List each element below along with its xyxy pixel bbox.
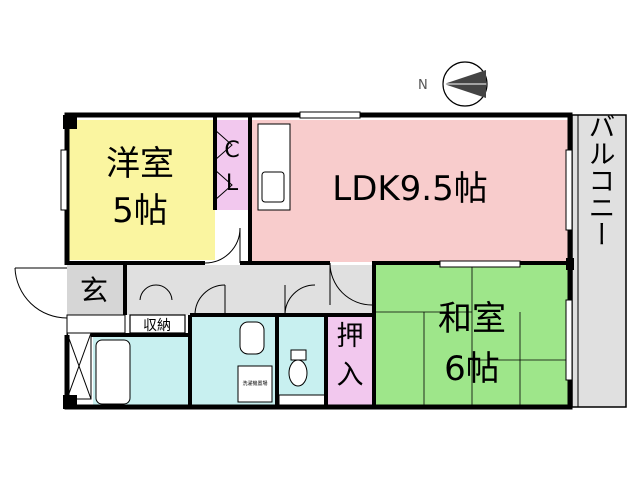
tatami-lines (376, 265, 570, 407)
interior-walls (67, 115, 570, 407)
toilet (288, 359, 308, 387)
western-room (67, 120, 215, 260)
western-room-size: 5帖 (112, 191, 168, 231)
ldk-label: LDK9.5帖 (332, 169, 488, 209)
washer-space (237, 365, 273, 403)
japanese-room-name: 和室 (438, 299, 506, 339)
japanese-room (376, 265, 570, 407)
interior-doors (139, 129, 373, 316)
corner-column (63, 395, 77, 409)
toilet-tank (290, 349, 307, 361)
entrance-label: 玄 (80, 274, 108, 307)
balcony-label: バルコニー (584, 113, 615, 248)
japanese-room-size: 6帖 (444, 349, 500, 389)
western-room-name: 洋室 (106, 144, 174, 184)
oshiire-label-2: 入 (337, 360, 364, 391)
column (566, 258, 574, 270)
entrance (67, 265, 125, 315)
washer-label: 洗濯機置場 (242, 380, 267, 387)
kitchen-counter (257, 123, 291, 211)
closet (215, 120, 249, 210)
shaft-cross-b (66, 332, 92, 400)
hallway (125, 265, 375, 315)
storage-label: 収納 (143, 318, 171, 334)
kitchen-sink (261, 171, 285, 203)
shoe-cabinet (66, 314, 126, 334)
oshiire (328, 315, 372, 407)
windows (60, 111, 573, 381)
balcony (571, 114, 627, 408)
closet-label-c: C (224, 138, 239, 163)
corner-column (63, 115, 77, 129)
closet-label-l: L (226, 171, 239, 196)
compass-label: N (418, 78, 428, 93)
compass: N (418, 61, 488, 107)
wash-basin (239, 321, 265, 355)
bathtub (95, 339, 131, 405)
ldk-room (252, 120, 570, 262)
oshiire-label-1: 押 (337, 321, 364, 352)
entry-door (14, 267, 68, 319)
